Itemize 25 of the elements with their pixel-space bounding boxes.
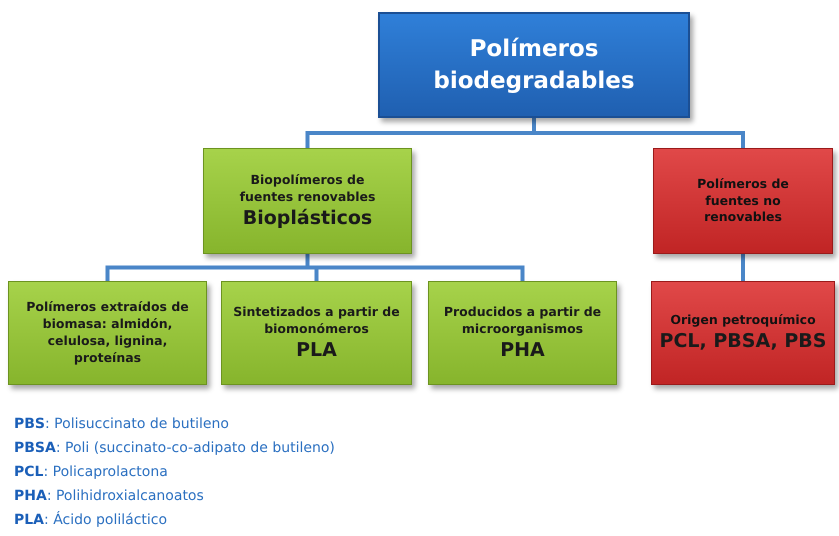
legend-note: PLA: Ácido poliláctico: [14, 512, 168, 528]
node-subtitle: Bioplásticos: [242, 206, 372, 230]
node-text: Polímeros de fuentes no renovables: [696, 176, 790, 226]
category-box: [651, 281, 835, 385]
node-text: Sintetizados a partir de biomonómeros: [232, 304, 401, 338]
node-text: Origen petroquímico: [670, 312, 816, 330]
category-box: [203, 148, 412, 254]
legend-note: PBS: Polisuccinato de butileno: [14, 416, 229, 432]
legend-note: PBSA: Poli (succinato-co-adipato de butileno): [14, 440, 335, 456]
node-subtitle: PCL, PBSA, PBS: [660, 329, 826, 354]
node-text: Polímeros extraídos de biomasa: almidón, celulosa, lignina, proteínas: [25, 299, 190, 367]
category-box: [653, 148, 833, 254]
category-box: [428, 281, 617, 385]
node-text: Biopolímeros de fuentes renovables: [238, 172, 376, 206]
connector-line: [741, 254, 745, 281]
category-box: [8, 281, 207, 385]
category-box: [221, 281, 412, 385]
legend-note: PHA: Polihidroxialcanoatos: [14, 488, 204, 504]
node-subtitle: PHA: [500, 338, 545, 362]
connector-line: [532, 118, 745, 148]
legend-note: PCL: Policaprolactona: [14, 464, 168, 480]
node-text: Producidos a partir de microorganismos: [442, 304, 602, 338]
title-box: [378, 12, 690, 118]
node-text: Polímeros biodegradables: [432, 34, 636, 96]
node-subtitle: PLA: [296, 338, 337, 362]
